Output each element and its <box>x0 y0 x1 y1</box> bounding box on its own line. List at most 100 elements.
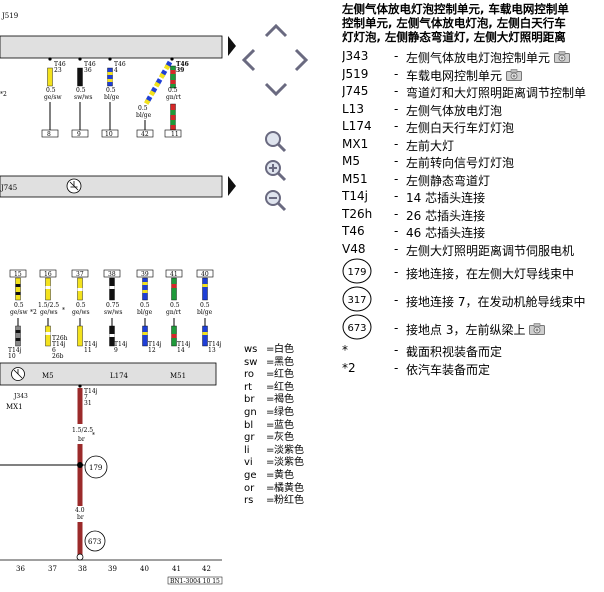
svg-text:br: br <box>77 514 84 521</box>
svg-text:T46: T46 <box>114 61 126 68</box>
pan-up-icon[interactable] <box>263 21 289 39</box>
color-name: 白色 <box>274 344 294 355</box>
svg-text:1.5/2.5: 1.5/2.5 <box>72 427 93 434</box>
color-code-row: bl=蓝色 <box>244 420 324 433</box>
svg-text:36: 36 <box>84 67 92 74</box>
t26h-label: T26h <box>52 335 68 342</box>
svg-text:41: 41 <box>172 565 181 573</box>
legend-desc: 14 芯插头连接 <box>406 191 486 205</box>
ground-circle-icon: 317 <box>342 286 372 312</box>
camera-icon[interactable] <box>506 68 523 81</box>
color-equals: = <box>266 432 275 444</box>
camera-icon[interactable] <box>529 323 546 335</box>
page-arrow-top-icon[interactable] <box>228 36 236 56</box>
legend-item: J343-左侧气体放电灯泡控制单元 <box>342 48 604 66</box>
svg-text:T14j: T14j <box>114 341 128 348</box>
svg-text:sw/ws: sw/ws <box>104 309 122 316</box>
legend-item: T14j-14 芯插头连接 <box>342 188 604 206</box>
legend-ground-item: 317-接地连接 7，在发动机舱导线束中 <box>342 286 604 314</box>
svg-text:38: 38 <box>78 565 87 573</box>
ground-number: 673 <box>347 323 366 334</box>
legend-desc: 弯道灯和大灯照明距离调节控制单 <box>406 86 587 100</box>
m51-label: M51 <box>170 372 186 380</box>
svg-text:bl/ge: bl/ge <box>104 94 120 101</box>
lamp-bar <box>0 362 217 386</box>
svg-text:39: 39 <box>108 565 117 573</box>
svg-text:6: 6 <box>52 347 56 354</box>
svg-text:ge/sw: ge/sw <box>44 94 62 101</box>
svg-text:T14j: T14j <box>52 341 66 348</box>
legend-dash: - <box>394 321 399 335</box>
svg-text:1.5/2.5: 1.5/2.5 <box>38 302 59 309</box>
legend-dash: - <box>394 360 399 375</box>
svg-text:12: 12 <box>148 347 156 354</box>
pan-down-icon[interactable] <box>264 82 288 97</box>
color-code: ws <box>244 344 258 355</box>
color-code: bl <box>244 419 254 431</box>
legend-ground-item: 673-接地点 3，左前纵梁上 <box>342 314 604 342</box>
color-code: li <box>244 444 250 456</box>
page-arrow-mid-icon[interactable] <box>228 176 236 196</box>
legend-desc: 左侧静态弯道灯 <box>406 173 491 188</box>
camera-icon[interactable] <box>554 51 571 63</box>
color-equals: = <box>266 356 275 368</box>
legend-dash: - <box>394 171 399 186</box>
svg-text:39: 39 <box>141 271 149 278</box>
legend-desc: 左前转向信号灯灯泡 <box>406 156 515 170</box>
legend-dash: - <box>394 66 399 81</box>
svg-text:0.75: 0.75 <box>106 302 120 309</box>
legend-desc: 左侧大灯照明距离调节伺服电机 <box>406 243 575 258</box>
color-code-row: gr=灰色 <box>244 432 324 445</box>
legend-item: J745-弯道灯和大灯照明距离调节控制单 <box>342 83 604 101</box>
svg-text:38: 38 <box>108 271 116 278</box>
color-equals: = <box>266 406 275 418</box>
color-code: rs <box>244 495 254 507</box>
svg-text:4.0: 4.0 <box>75 507 85 514</box>
color-code: ge <box>244 469 257 481</box>
legend-note: *-截面积视装备而定 <box>342 342 604 360</box>
legend-note: *2-依汽车装备而定 <box>342 360 604 378</box>
pan-right-icon[interactable] <box>294 48 309 72</box>
j745-label: J745 <box>0 184 17 192</box>
legend-title: 左侧气体放电灯泡控制单元, 车载电网控制单 控制单元, 左侧气体放电灯泡, 左侧… <box>342 2 569 44</box>
svg-text:0.5: 0.5 <box>138 105 148 112</box>
top-wire-3: T46 4 0.5 bl/ge 10 <box>101 57 126 138</box>
color-code-row: or=橘黄色 <box>244 483 324 496</box>
color-name: 红色 <box>274 381 294 393</box>
color-equals: = <box>266 344 275 355</box>
color-code: gn <box>244 406 257 418</box>
svg-text:4: 4 <box>114 67 118 74</box>
ground-point-179: 179 <box>84 455 108 479</box>
wiring-diagram: J519 T46 23 0.5 ge/sw 8 T46 36 0.5 sw/ws… <box>0 0 236 592</box>
svg-text:br: br <box>78 436 85 443</box>
zoom-in-icon[interactable] <box>265 160 287 182</box>
m5-label: M5 <box>42 372 54 380</box>
legend-desc: 车载电网控制单元 <box>406 68 503 83</box>
mid-wire-6: 41 0.5 gn/rt T14j 14 <box>165 269 191 354</box>
svg-text:0.5: 0.5 <box>140 302 150 309</box>
color-name: 橘黄色 <box>274 482 304 494</box>
zoom-out-icon[interactable] <box>265 190 287 212</box>
ground-point-673: 673 <box>84 530 106 552</box>
legend-dash: - <box>394 265 399 279</box>
legend-item: L13-左侧气体放电灯泡 <box>342 101 604 119</box>
color-equals: = <box>266 482 275 494</box>
svg-text:10: 10 <box>105 131 113 138</box>
svg-text:0.5: 0.5 <box>200 302 210 309</box>
color-code: sw <box>244 356 258 368</box>
pan-left-icon[interactable] <box>241 48 256 72</box>
note-mark: *2 <box>342 360 356 375</box>
svg-text:0.5: 0.5 <box>106 87 116 94</box>
svg-text:T14j: T14j <box>177 341 191 348</box>
color-code-row: ws =白色 <box>244 344 324 357</box>
svg-text:bl/ge: bl/ge <box>197 309 213 316</box>
legend-code: J519 <box>342 66 369 81</box>
svg-text:15: 15 <box>14 271 22 278</box>
mid-note-1: * <box>62 307 65 314</box>
svg-text:gn/rt: gn/rt <box>166 309 182 316</box>
svg-text:36: 36 <box>16 565 25 573</box>
legend-dash: - <box>394 343 399 357</box>
zoom-fit-icon[interactable] <box>265 131 287 153</box>
svg-text:T14j: T14j <box>84 388 98 395</box>
